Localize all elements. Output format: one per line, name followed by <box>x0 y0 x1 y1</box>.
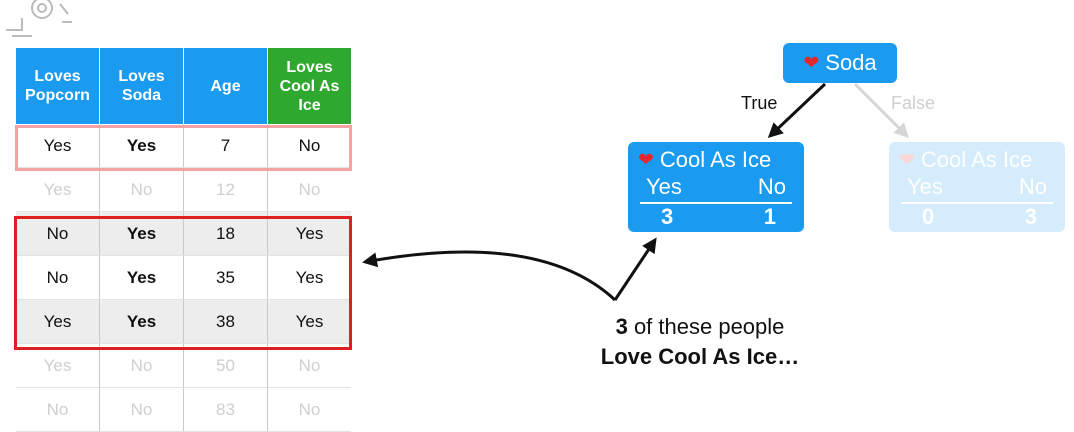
edge-true-arrow <box>767 82 827 139</box>
caption-number: 3 <box>615 314 628 339</box>
col-header-loves-soda: Loves Soda <box>99 48 184 124</box>
cell-soda: No <box>99 343 184 388</box>
heart-icon: ❤ <box>899 149 915 171</box>
leaf-yes-count: 3 <box>661 204 674 229</box>
cell-age: 7 <box>183 124 268 168</box>
arrow-to-leaf <box>613 237 657 301</box>
cell-soda: Yes <box>99 124 184 168</box>
table-row: Yes Yes 38 Yes <box>16 299 351 344</box>
table-row: Yes No 50 No <box>16 343 351 388</box>
leaf-title: Cool As Ice <box>659 147 772 172</box>
cell-cool-as-ice: No <box>267 124 351 168</box>
leaf-no-count: 1 <box>763 204 776 229</box>
leaf-yes-label: Yes <box>646 174 682 199</box>
col-header-age: Age <box>183 48 268 124</box>
table-row: No Yes 35 Yes <box>16 255 351 300</box>
cell-popcorn: Yes <box>16 167 100 212</box>
cell-age: 83 <box>183 387 268 432</box>
leaf-yes-label: Yes <box>907 174 943 199</box>
caption-line-2: Love Cool As Ice… <box>600 344 800 369</box>
table-row: Yes Yes 7 No <box>16 124 351 168</box>
table-row: Yes No 12 No <box>16 167 351 212</box>
edge-label-true: True <box>741 93 778 113</box>
cell-age: 12 <box>183 167 268 212</box>
caption-line-1: 3 of these people <box>560 312 840 342</box>
edge-label-false: False <box>891 93 936 113</box>
cell-popcorn: Yes <box>16 299 100 344</box>
cell-soda: Yes <box>99 255 184 300</box>
leaf-node-right: ❤ Cool As Ice Yes No 0 3 <box>889 142 1065 232</box>
data-table: Loves Popcorn Loves Soda Age Loves Cool … <box>16 48 351 432</box>
caption: 3 of these people Love Cool As Ice… <box>560 312 840 372</box>
leaf-no-count: 3 <box>1024 204 1037 229</box>
col-header-loves-popcorn: Loves Popcorn <box>16 48 100 124</box>
col-header-loves-cool-as-ice: Loves Cool As Ice <box>267 48 351 124</box>
highlight-box-pink <box>15 125 352 171</box>
edge-false-arrow <box>853 82 910 139</box>
caption-rest: of these people <box>627 314 785 339</box>
table-header-row: Loves Popcorn Loves Soda Age Loves Cool … <box>16 48 351 124</box>
cell-soda: No <box>99 387 184 432</box>
logo-icon <box>6 0 72 37</box>
cell-soda: No <box>99 167 184 212</box>
curved-arrow-to-table <box>362 250 617 302</box>
root-node-soda: ❤ Soda <box>783 43 897 83</box>
leaf-title: Cool As Ice <box>920 147 1033 172</box>
heart-icon: ❤ <box>803 52 820 74</box>
root-node-label: Soda <box>825 50 877 75</box>
table-row: No No 83 No <box>16 387 351 432</box>
cell-cool-as-ice: No <box>267 343 351 388</box>
cell-age: 35 <box>183 255 268 300</box>
cell-age: 38 <box>183 299 268 344</box>
highlight-box-red <box>14 216 352 350</box>
leaf-node-left: ❤ Cool As Ice Yes No 3 1 <box>628 142 804 232</box>
cell-cool-as-ice: Yes <box>267 255 351 300</box>
cell-popcorn: No <box>16 255 100 300</box>
leaf-yes-count: 0 <box>922 204 935 229</box>
cell-popcorn: Yes <box>16 343 100 388</box>
cell-cool-as-ice: No <box>267 387 351 432</box>
cell-soda: Yes <box>99 299 184 344</box>
heart-icon: ❤ <box>638 149 654 171</box>
leaf-divider <box>901 202 1053 204</box>
leaf-no-label: No <box>1018 174 1047 199</box>
leaf-divider <box>640 202 792 204</box>
cell-popcorn: Yes <box>16 124 100 168</box>
cell-cool-as-ice: Yes <box>267 299 351 344</box>
cell-age: 50 <box>183 343 268 388</box>
cell-popcorn: No <box>16 387 100 432</box>
leaf-no-label: No <box>757 174 786 199</box>
cell-cool-as-ice: No <box>267 167 351 212</box>
